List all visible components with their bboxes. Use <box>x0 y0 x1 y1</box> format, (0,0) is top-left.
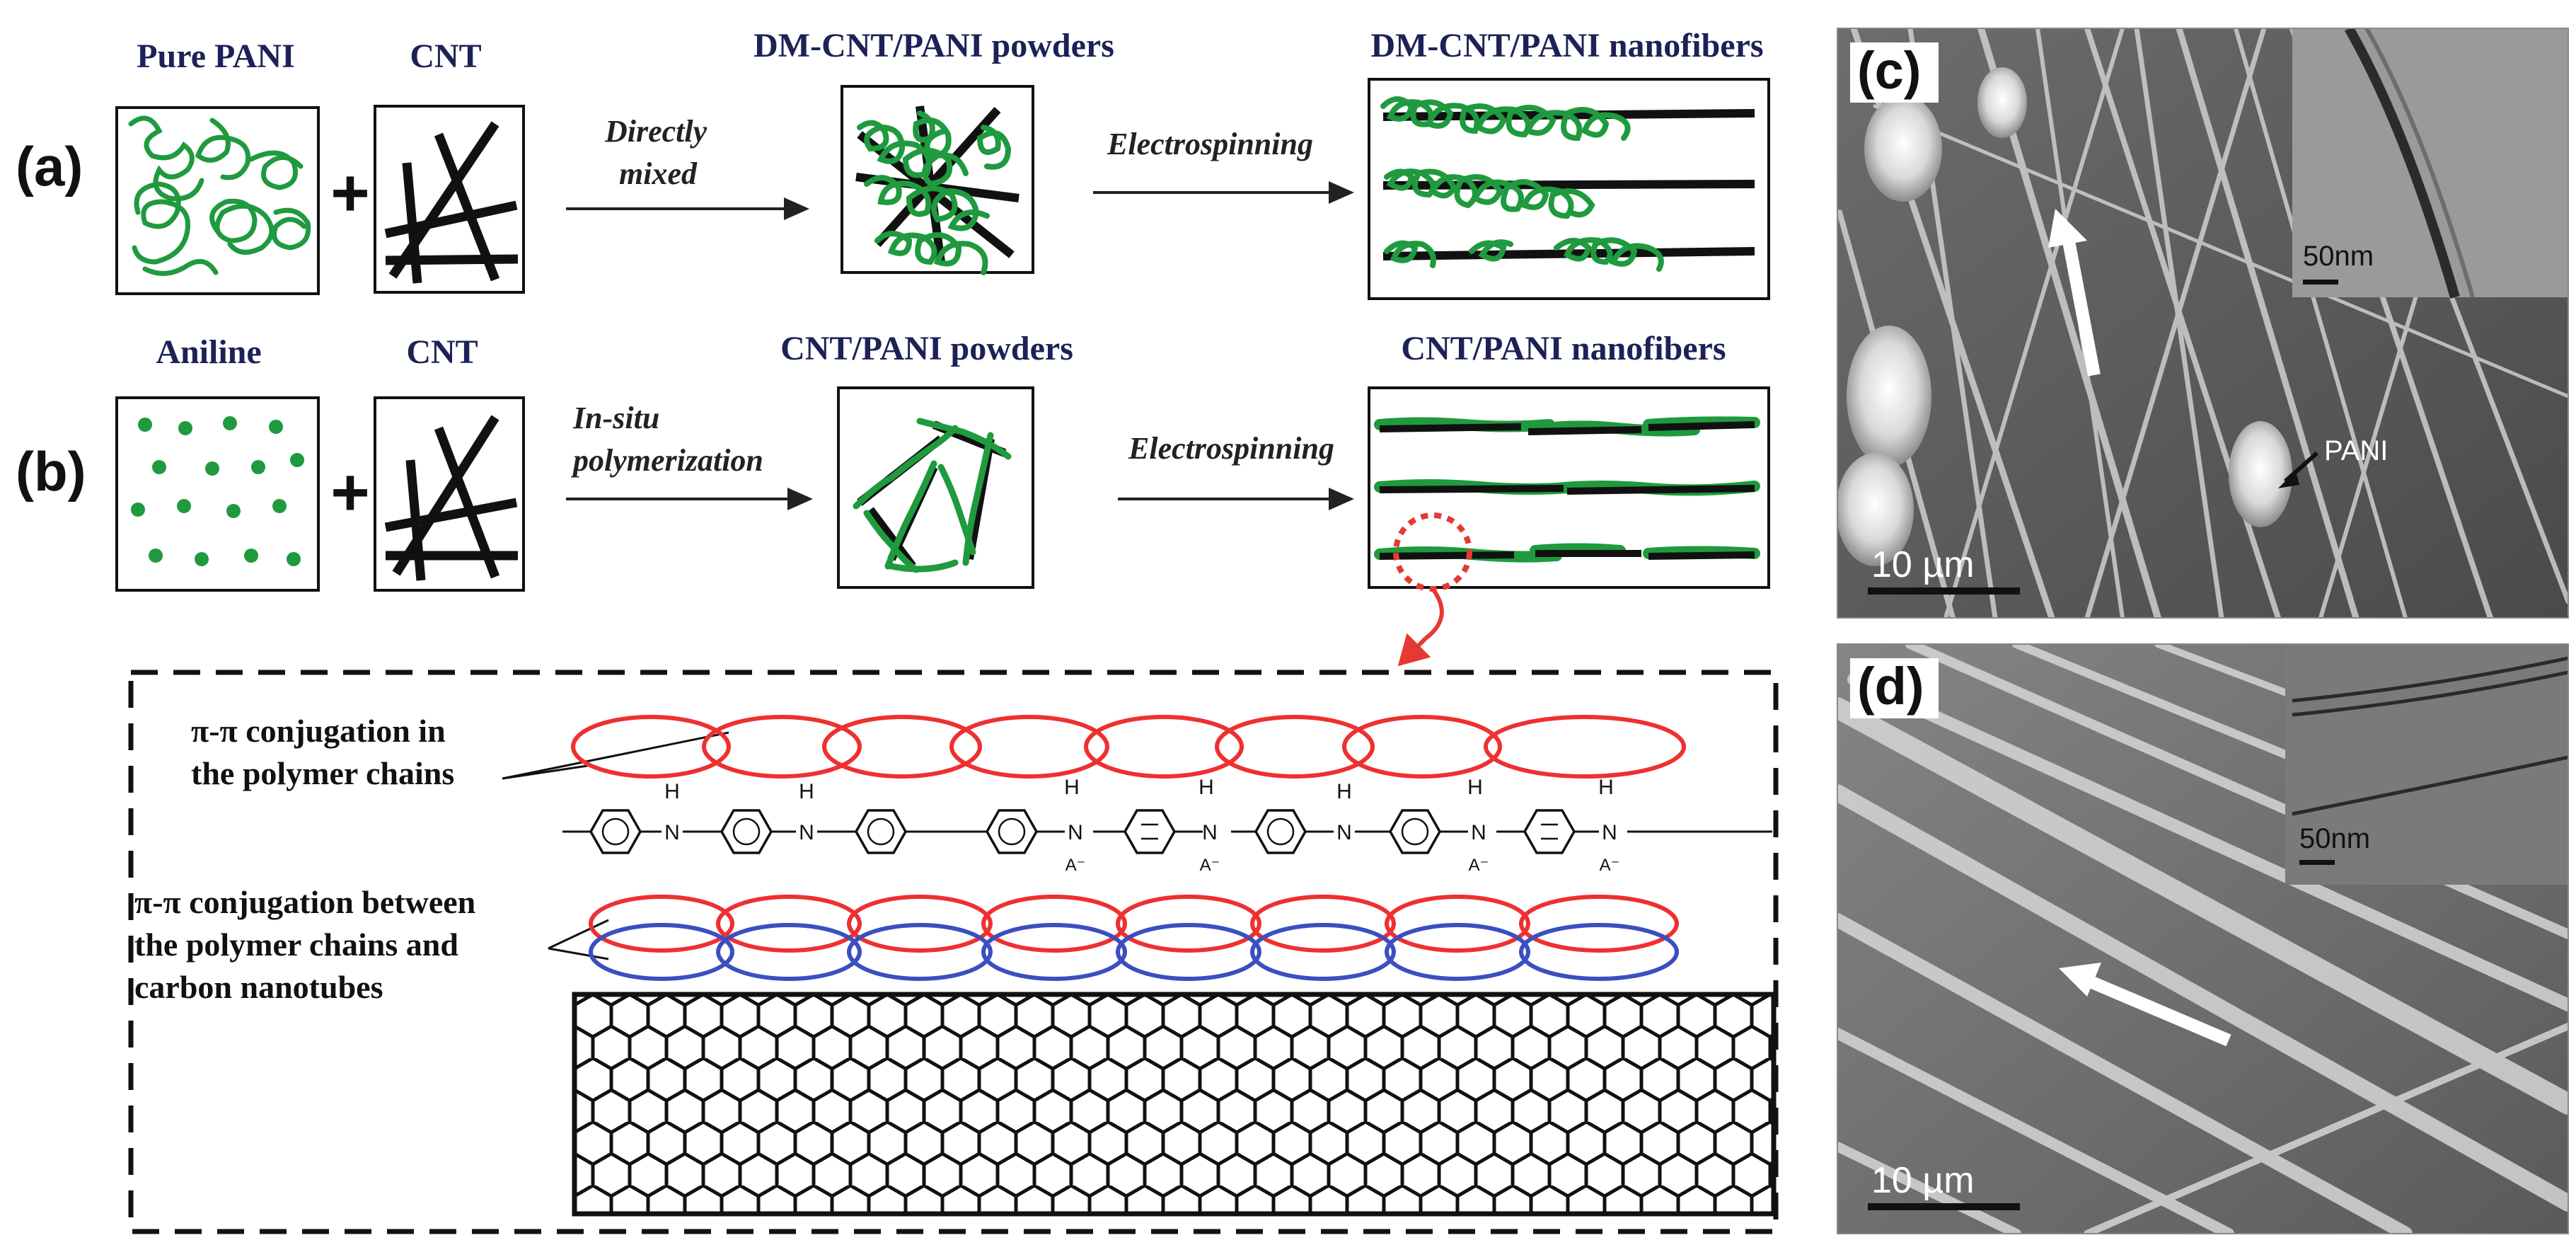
svg-text:N: N <box>1202 821 1218 844</box>
benzene-inner-rings <box>601 817 1558 846</box>
svg-text:H: H <box>1598 776 1614 799</box>
conjugation-ellipses-red <box>589 895 1679 953</box>
panel-d-micrograph: 50nm 10 µm <box>1837 644 2568 1234</box>
panel-b: (b) Aniline CNT CNT/PANI powders CNT/PAN… <box>16 330 1770 667</box>
svg-text:H: H <box>1064 776 1080 799</box>
nitrogen-atoms: NH NH NHA⁻ NHA⁻ NH NHA⁻ NHA⁻ <box>662 776 1627 875</box>
conj-leader-lines-1 <box>502 731 729 780</box>
dashed-frame <box>128 670 1779 1234</box>
conj-leader-lines-2 <box>548 919 609 960</box>
pani-blob <box>1847 326 1931 467</box>
svg-text:H: H <box>664 780 680 803</box>
pani-blob <box>1837 453 1914 566</box>
svg-text:N: N <box>1602 821 1617 844</box>
cnt-title-b: CNT <box>406 333 478 371</box>
conjugation-detail-panel: π-π conjugation in the polymer chains <box>128 670 1779 1234</box>
plus-icon: + <box>330 455 369 530</box>
panel-c-label: (c) <box>1857 41 1921 100</box>
conj-label-2-line2: the polymer chains and <box>134 926 458 963</box>
panel-b-label: (b) <box>16 440 86 503</box>
plus-icon: + <box>330 156 369 231</box>
conj-label-2-line1: π-π conjugation between <box>134 884 475 920</box>
arrow-b2-text: Electrospinning <box>1128 431 1334 466</box>
scale-bar-c: 10 µm <box>1871 544 1975 585</box>
arrow-b1-text-2: polymerization <box>570 443 763 478</box>
dm-nanofibers-title: DM-CNT/PANI nanofibers <box>1370 27 1763 64</box>
fiber-direction-arrow <box>2084 974 2231 1047</box>
svg-text:N: N <box>664 821 680 844</box>
pani-annotation: PANI <box>2324 435 2388 466</box>
arrow-a1-text-2: mixed <box>619 156 698 191</box>
arrow-b1-text-1: In-situ <box>572 401 659 435</box>
svg-text:H: H <box>799 780 814 803</box>
conj-label-2-line3: carbon nanotubes <box>134 969 383 1005</box>
panel-c-micrograph: 50nm PANI 10 µm <box>1837 28 2568 618</box>
dm-powders-title: DM-CNT/PANI powders <box>753 27 1114 64</box>
pani-blob <box>2229 421 2292 527</box>
cnt-pani-powders-illustration <box>853 418 1012 573</box>
cnt-pani-powders-title: CNT/PANI powders <box>780 330 1073 367</box>
dm-powders-illustration <box>855 105 1020 275</box>
conj-label-1-line1: π-π conjugation in <box>191 713 446 749</box>
svg-text:H: H <box>1467 776 1483 799</box>
scale-bar-d: 10 µm <box>1871 1160 1975 1201</box>
inset-scale-d: 50nm <box>2299 823 2370 854</box>
pani-blob <box>1977 67 2027 138</box>
arrow-a2-text: Electrospinning <box>1107 127 1313 161</box>
aniline-title: Aniline <box>156 333 261 371</box>
pure-pani-title: Pure PANI <box>137 38 295 75</box>
panel-a-label: (a) <box>16 135 83 197</box>
svg-text:N: N <box>1068 821 1083 844</box>
carbon-nanotube-lattice-icon <box>572 992 1777 1217</box>
cnt-title-a: CNT <box>410 38 481 75</box>
svg-text:N: N <box>1336 821 1352 844</box>
fiber-direction-arrow <box>2060 225 2101 377</box>
conjugation-ellipses-top <box>571 715 1686 779</box>
cnt-pani-nanofibers-title: CNT/PANI nanofibers <box>1401 330 1726 367</box>
svg-text:A⁻: A⁻ <box>1065 856 1086 875</box>
cnt-sticks-icon <box>384 121 519 284</box>
benzene-ring-icon <box>589 809 1576 854</box>
svg-text:A⁻: A⁻ <box>1200 856 1220 875</box>
pani-coils-icon <box>128 115 311 276</box>
pani-blob <box>1864 96 1942 202</box>
svg-text:N: N <box>799 821 814 844</box>
aniline-dots <box>131 416 304 566</box>
cnt-sticks-icon <box>384 415 518 581</box>
conjugation-ellipses-blue <box>589 923 1679 981</box>
dm-nanofibers-illustration <box>1380 96 1755 272</box>
curved-arrow-icon <box>1397 587 1444 667</box>
svg-text:H: H <box>1199 776 1214 799</box>
svg-text:A⁻: A⁻ <box>1469 856 1489 875</box>
svg-text:H: H <box>1336 780 1352 803</box>
panel-a: (a) Pure PANI CNT DM-CNT/PANI powders DM… <box>16 27 1770 300</box>
panel-d-label: (d) <box>1857 657 1924 716</box>
svg-text:N: N <box>1471 821 1486 844</box>
conj-label-1-line2: the polymer chains <box>191 755 454 791</box>
cnt-pani-powders-box <box>837 386 1034 589</box>
svg-text:A⁻: A⁻ <box>1600 856 1620 875</box>
arrow-a1-text-1: Directly <box>604 114 707 149</box>
inset-scale-c: 50nm <box>2303 241 2374 272</box>
